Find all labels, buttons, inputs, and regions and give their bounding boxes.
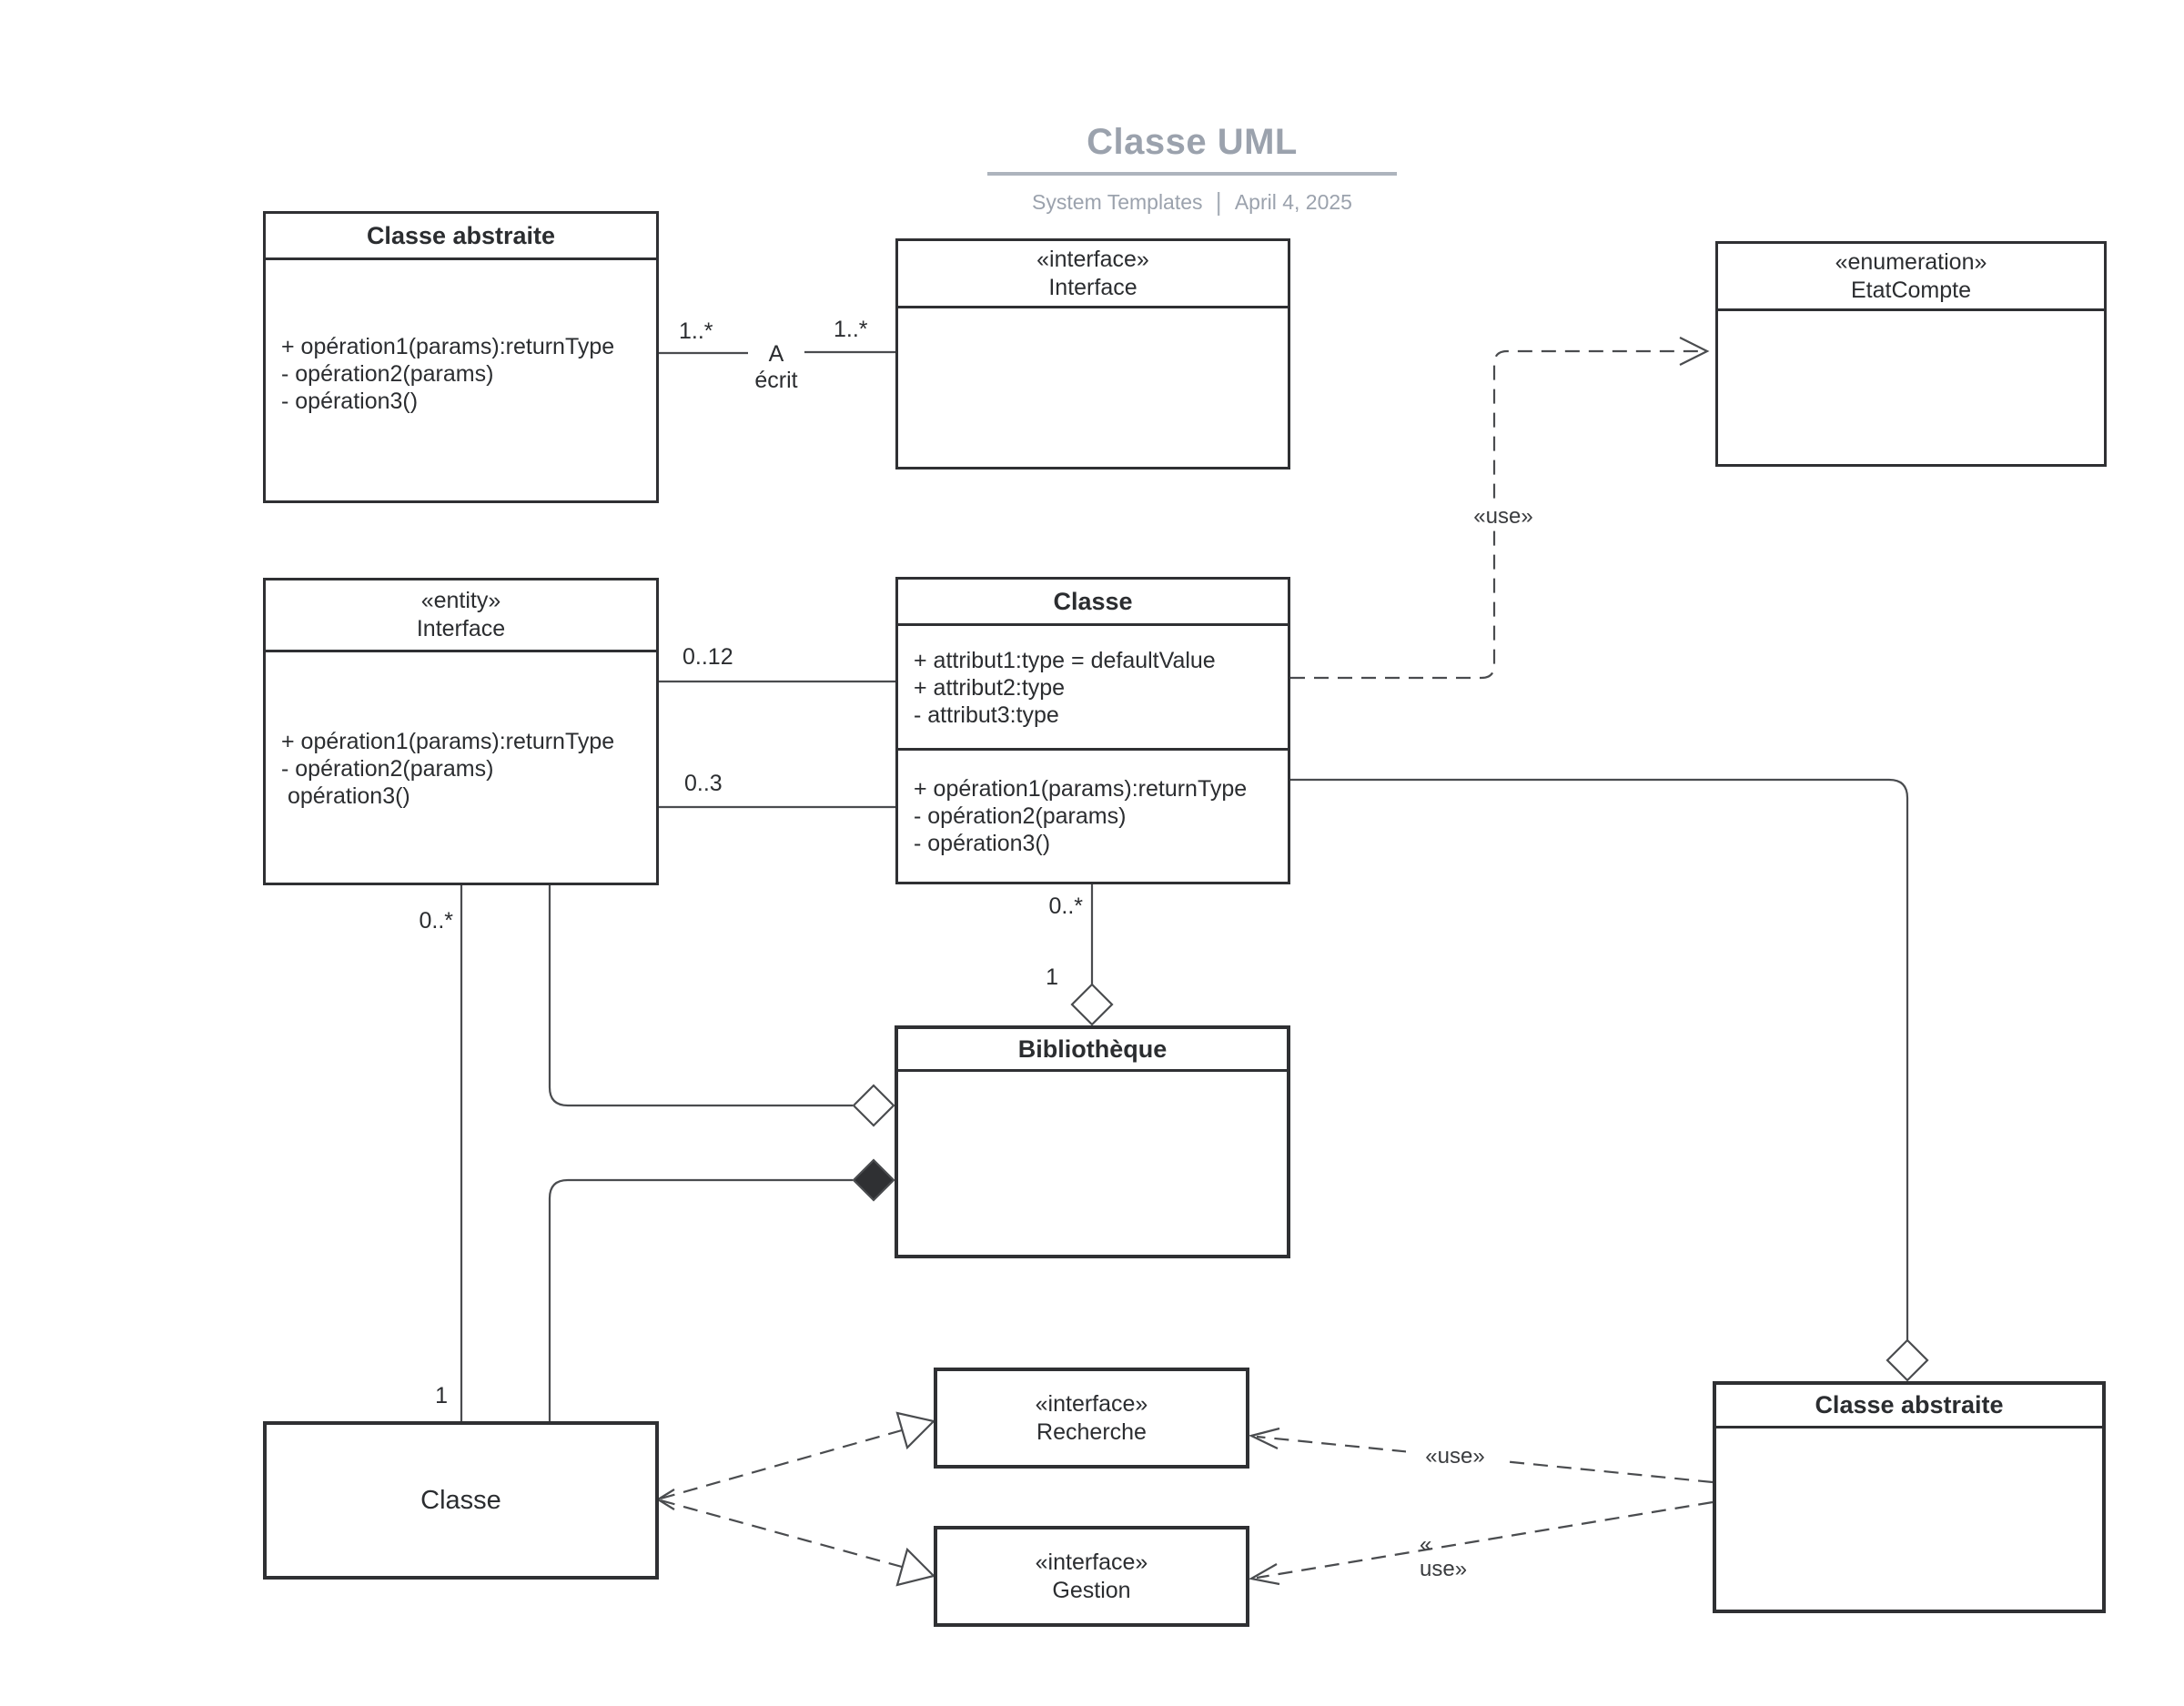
- stereotype: «interface»: [1036, 246, 1149, 272]
- use-label-line: use»: [1420, 1557, 1468, 1581]
- operation: - opération2(params): [281, 756, 494, 782]
- dependency-arrow-icon: [1679, 337, 1710, 366]
- class-box-entity[interactable]: «entity» Interface + opération1(params):…: [263, 578, 659, 885]
- class-title: Bibliothèque: [1017, 1035, 1168, 1063]
- use-stereotype-label: «use»: [1454, 504, 1552, 530]
- class-box-interface-top[interactable]: «interface» Interface: [895, 238, 1290, 469]
- multiplicity-label: 0..3: [684, 771, 723, 796]
- operation: opération3(): [281, 783, 410, 809]
- aggregation-entity-biblio-line: [548, 884, 853, 1107]
- realization-triangle-icon: [895, 1547, 936, 1587]
- class-title: Classe abstraite: [1815, 1391, 2004, 1418]
- aggregation-classe-abstract-line: [1290, 778, 1909, 1340]
- operation: + opération1(params):returnType: [281, 729, 615, 754]
- reverse-arrow-icon: [655, 1489, 675, 1510]
- class-title: Interface: [416, 616, 506, 641]
- title-underline: [987, 172, 1397, 176]
- realization-gestion-line: [660, 1499, 903, 1569]
- operation: - opération3(): [914, 831, 1051, 856]
- operation: - opération3(): [281, 389, 419, 414]
- subtitle: System Templates | April 4, 2025: [919, 187, 1465, 217]
- use-label-line: «: [1420, 1532, 1432, 1557]
- class-title: Recherche: [1036, 1418, 1147, 1445]
- aggregation-diamond-icon: [852, 1084, 895, 1127]
- attribute: + attribut2:type: [914, 675, 1066, 701]
- subtitle-separator: |: [1215, 187, 1222, 216]
- class-box-enumeration[interactable]: «enumeration» EtatCompte: [1715, 241, 2107, 467]
- realization-triangle-icon: [895, 1411, 936, 1450]
- attribute: - attribut3:type: [914, 702, 1059, 728]
- class-box-abstract-top[interactable]: Classe abstraite + opération1(params):re…: [263, 211, 659, 503]
- class-box-gestion[interactable]: «interface» Gestion: [934, 1526, 1249, 1627]
- multiplicity-label: 1..*: [834, 317, 868, 342]
- class-box-abstract-bottom[interactable]: Classe abstraite: [1713, 1381, 2106, 1613]
- class-title: Classe: [420, 1485, 501, 1515]
- dependency-use-gestion-line: [1256, 1500, 1714, 1580]
- dependency-arrow-icon: [1248, 1563, 1280, 1586]
- aggregation-diamond-icon: [1070, 983, 1114, 1026]
- composition-classe-biblio-line: [548, 1178, 853, 1421]
- multiplicity-label: 1: [435, 1383, 448, 1408]
- multiplicity-label: 0..*: [419, 908, 453, 934]
- stereotype: «enumeration»: [1835, 248, 1987, 275]
- class-title: Interface: [1048, 274, 1138, 300]
- dependency-arrow-icon: [1248, 1427, 1280, 1449]
- class-box-classe-bottom[interactable]: Classe: [263, 1421, 659, 1580]
- realization-recherche-line: [660, 1428, 903, 1500]
- attribute: + attribut1:type = defaultValue: [914, 648, 1216, 673]
- class-title: Classe: [1053, 587, 1133, 615]
- composition-diamond-icon: [852, 1158, 895, 1202]
- association-name: écrit: [754, 368, 798, 393]
- association-name: A: [768, 341, 784, 367]
- stereotype: «entity»: [420, 588, 501, 613]
- page-title: Classe UML: [1087, 122, 1298, 162]
- class-box-recherche[interactable]: «interface» Recherche: [934, 1368, 1249, 1469]
- stereotype: «interface»: [1035, 1549, 1148, 1575]
- multiplicity-label: 1: [1046, 964, 1058, 990]
- operation: + opération1(params):returnType: [914, 776, 1248, 802]
- use-stereotype-label: «use»: [1406, 1444, 1504, 1469]
- multiplicity-label: 1..*: [679, 318, 713, 344]
- operation: - opération2(params): [281, 361, 494, 387]
- operation: - opération2(params): [914, 803, 1127, 829]
- aggregation-diamond-icon: [1886, 1338, 1929, 1382]
- subtitle-source: System Templates: [1032, 189, 1203, 214]
- multiplicity-label: 0..*: [1048, 893, 1083, 919]
- class-title: EtatCompte: [1850, 277, 1971, 303]
- class-title: Classe abstraite: [366, 221, 556, 249]
- stereotype: «interface»: [1035, 1390, 1148, 1417]
- class-box-classe-center[interactable]: Classe + attribut1:type = defaultValue +…: [895, 577, 1290, 884]
- multiplicity-label: 0..12: [682, 644, 733, 670]
- subtitle-date: April 4, 2025: [1234, 189, 1352, 214]
- class-box-bibliotheque[interactable]: Bibliothèque: [895, 1025, 1290, 1258]
- class-title: Gestion: [1052, 1577, 1131, 1603]
- operation: + opération1(params):returnType: [281, 334, 615, 359]
- use-stereotype-label: « use»: [1420, 1532, 1467, 1581]
